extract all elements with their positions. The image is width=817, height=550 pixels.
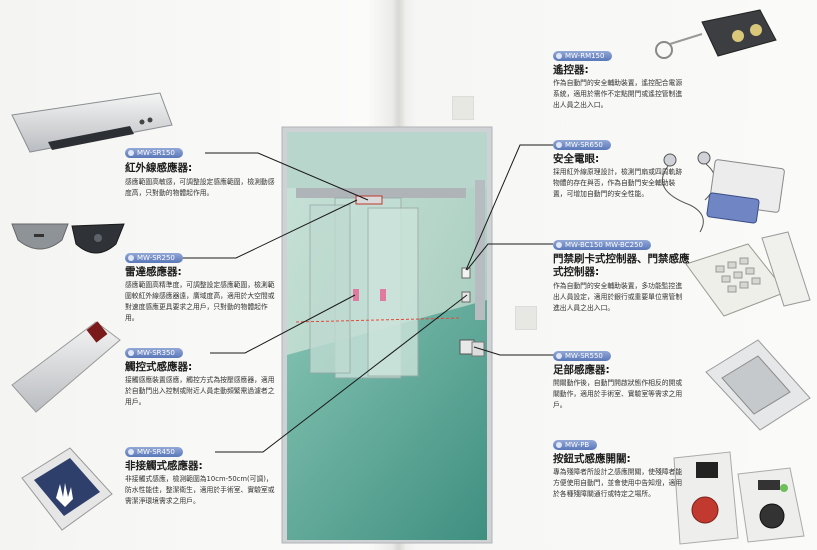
product-desc-sr650: 採用紅外線原理設計，檢測門扇或四周軌跡物體的存在與否，作為自動門安全輔助裝置，可… <box>553 168 683 198</box>
product-title-sr450: 非接觸式感應器: <box>125 460 203 472</box>
model-badge-rm150: MW-RM150 <box>553 51 613 61</box>
product-desc-rm150: 作為自動門的安全輔助裝置，遙控配合電源系統，適用於需作不定點開門或遙控管制進出人… <box>553 79 683 109</box>
model-badge-sr350: MW-SR350 <box>125 348 183 358</box>
remote-control-device <box>655 9 777 59</box>
product-desc-sr550: 開關動作後，自動門開啟狀態作相反的開或關動作，適用於手術室、實驗室等需求之用戶。 <box>553 379 683 409</box>
product-desc-sr350: 接觸感應裝置感應，觸控方式為按壓感應器，適用於自動門出入控制或附近人員走動頻繁需… <box>125 376 275 406</box>
product-title-sr650: 安全電眼: <box>553 153 600 165</box>
access-controller-device <box>685 231 811 317</box>
model-badge-pb: MW-PB <box>553 440 598 450</box>
product-desc-bc: 作為自動門的安全輔助裝置，多功能監控進出人員設定，適用於銀行或重要單位需管制進出… <box>553 282 683 312</box>
product-desc-pb: 專為殘障者所設計之感應開關，使殘障者能方便使用自動門，並會使用中告知燈，適用於各… <box>553 468 683 498</box>
product-title-pb: 按鈕式感應開關: <box>553 453 631 465</box>
decor-square <box>452 96 474 120</box>
product-title-sr250: 雷達感應器: <box>125 266 182 278</box>
product-title-rm150: 遙控器: <box>553 64 589 76</box>
product-title-sr150: 紅外線感應器: <box>125 162 193 174</box>
callout-lines <box>170 144 555 453</box>
foot-sensor-device <box>705 339 811 431</box>
automatic-door-illustration <box>281 126 493 544</box>
product-desc-sr250: 感應範圍高精準度，可調整設定感應範圍，檢測範圍較紅外線感應器遠，廣域度高，適用於… <box>125 281 275 322</box>
model-badge-sr450: MW-SR450 <box>125 447 183 457</box>
safety-eye-device <box>662 151 785 233</box>
radar-sensor-device <box>11 223 125 254</box>
product-desc-sr450: 非接觸式感應，檢測範圍為10cm-50cm(可調)，防水性能佳，整潔衛生，適用於… <box>125 475 275 505</box>
model-badge-sr650: MW-SR650 <box>553 140 611 150</box>
non-touch-sensor-device <box>21 447 113 531</box>
touch-sensor-device <box>11 321 121 413</box>
product-desc-sr150: 感應範圍高敏感，可調整設定感應範圍，檢測動感度高，只對動的物體起作用。 <box>125 178 275 197</box>
product-title-sr350: 觸控式感應器: <box>125 361 193 373</box>
product-title-bc: 門禁刷卡式控制器、門禁感應式控制器: <box>553 253 690 278</box>
model-badge-sr250: MW-SR250 <box>125 253 183 263</box>
model-badge-sr550: MW-SR550 <box>553 351 611 361</box>
model-badge-bc: MW-BC150 MW-BC250 <box>553 240 651 250</box>
model-badge-sr150: MW-SR150 <box>125 148 183 158</box>
decor-square <box>515 306 537 330</box>
ir-sensor-device <box>11 92 173 153</box>
product-title-sr550: 足部感應器: <box>553 364 610 376</box>
push-button-device <box>673 451 805 545</box>
